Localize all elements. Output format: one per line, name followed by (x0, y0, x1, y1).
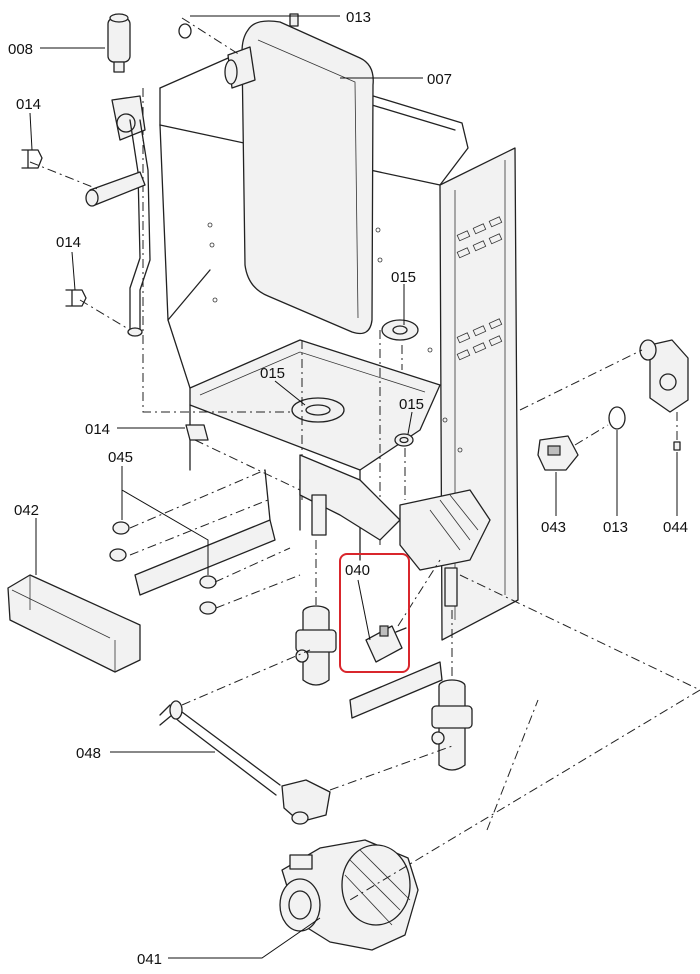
label-013-top: 013 (346, 9, 371, 26)
label-015-upper: 015 (391, 269, 416, 286)
label-015-small: 015 (399, 396, 424, 413)
label-014-second: 014 (56, 234, 81, 251)
seal-015-base[interactable] (291, 397, 345, 423)
clip-014-b[interactable] (65, 289, 87, 307)
plate-heat-exchanger-part[interactable] (7, 574, 141, 673)
label-045: 045 (108, 449, 133, 466)
expansion-vessel-part[interactable] (224, 13, 374, 335)
air-vent-part[interactable] (107, 13, 131, 73)
panel-slots (456, 216, 503, 361)
plug-044[interactable] (673, 441, 681, 451)
label-008: 008 (8, 41, 33, 58)
o-ring-013-right[interactable] (608, 406, 626, 430)
seal-015-upper[interactable] (381, 319, 419, 341)
label-013-right: 013 (603, 519, 628, 536)
elbow-fitting (639, 339, 689, 413)
valve-left[interactable] (295, 605, 337, 686)
label-014-third: 014 (85, 421, 110, 438)
part-labels: 008 013 007 014 014 015 015 015 014 045 … (8, 9, 688, 968)
label-042: 042 (14, 502, 39, 519)
pipe-048-part[interactable] (159, 700, 331, 825)
leader-lines (29, 15, 678, 959)
pressure-switch-043[interactable] (537, 435, 579, 471)
label-048: 048 (76, 745, 101, 762)
seal-015-small[interactable] (394, 433, 414, 447)
highlight-box-040 (339, 553, 410, 673)
label-040: 040 (345, 562, 370, 579)
label-007: 007 (427, 71, 452, 88)
pump-041-part[interactable] (279, 839, 419, 951)
clip-014-a[interactable] (21, 149, 43, 169)
label-044: 044 (663, 519, 688, 536)
sensor-040-part[interactable] (365, 625, 407, 663)
label-043: 043 (541, 519, 566, 536)
o-ring-013-top[interactable] (178, 23, 192, 39)
valve-right[interactable] (431, 679, 473, 771)
label-014-first: 014 (16, 96, 41, 113)
hydraulic-block (299, 454, 491, 607)
o-rings-045[interactable] (109, 521, 217, 615)
left-pipe-assembly (85, 95, 151, 337)
label-041: 041 (137, 951, 162, 968)
label-015-base: 015 (260, 365, 285, 382)
clip-014-c[interactable] (185, 424, 209, 441)
